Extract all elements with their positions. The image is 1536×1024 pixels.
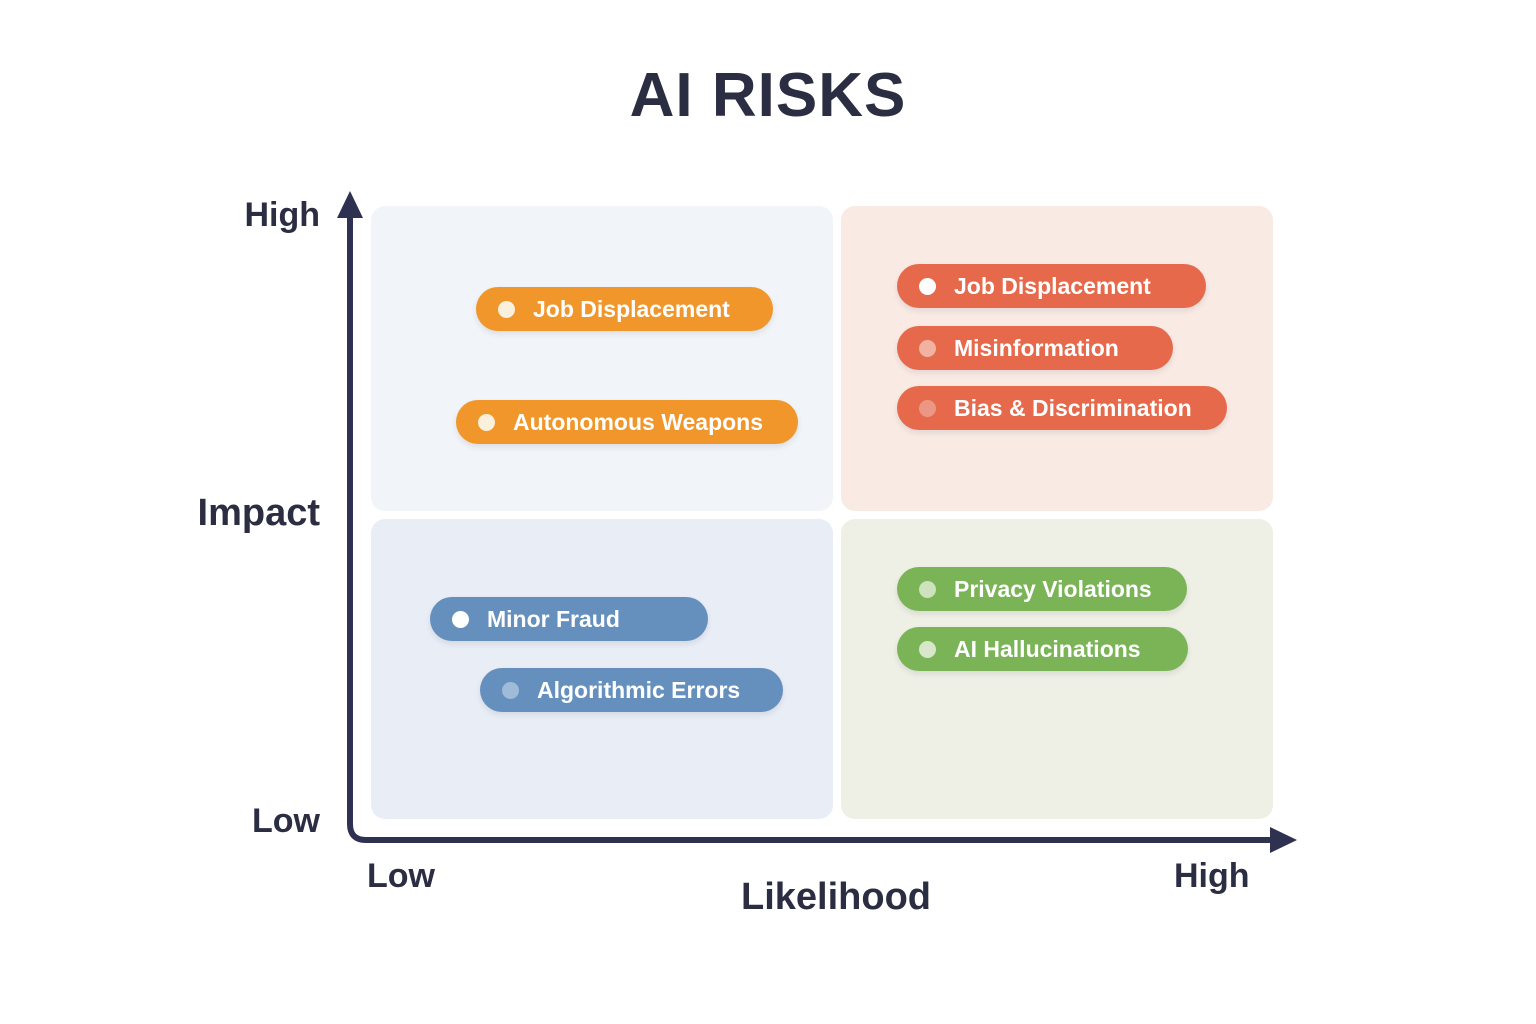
bullet-dot-icon xyxy=(502,681,519,699)
bullet-dot-icon xyxy=(452,610,469,628)
risk-pill: Algorithmic Errors xyxy=(480,668,783,712)
risk-pill: Job Displacement xyxy=(476,287,773,331)
axis-line xyxy=(347,203,1275,843)
x-axis-low-label: Low xyxy=(367,857,435,895)
risk-pill-label: Misinformation xyxy=(954,334,1119,361)
risk-pill: Bias & Discrimination xyxy=(897,386,1227,430)
bullet-dot-icon xyxy=(919,277,936,295)
risk-pill-label: AI Hallucinations xyxy=(954,635,1141,662)
y-axis-title: Impact xyxy=(197,492,320,534)
y-axis-high-label: High xyxy=(244,196,320,234)
risk-pill: Misinformation xyxy=(897,326,1173,370)
risk-pill-label: Autonomous Weapons xyxy=(513,408,764,435)
bullet-dot-icon xyxy=(919,399,936,417)
y-axis-low-label: Low xyxy=(252,802,320,840)
bullet-dot-icon xyxy=(919,640,936,658)
risk-pill-label: Job Displacement xyxy=(954,272,1151,299)
risk-pill: Job Displacement xyxy=(897,264,1206,308)
bullet-dot-icon xyxy=(498,300,515,318)
risk-pill: AI Hallucinations xyxy=(897,627,1188,671)
x-axis-high-label: High xyxy=(1174,857,1250,895)
bullet-dot-icon xyxy=(478,413,495,431)
risk-pill-label: Privacy Violations xyxy=(954,575,1152,602)
risk-pill-label: Algorithmic Errors xyxy=(537,676,741,703)
bullet-dot-icon xyxy=(919,580,936,598)
risk-pill-label: Bias & Discrimination xyxy=(954,394,1192,421)
chart-title: AI RISKS xyxy=(629,61,907,130)
x-axis-arrowhead-icon xyxy=(1270,827,1297,853)
risk-pill: Minor Fraud xyxy=(430,597,708,641)
risk-pill-label: Minor Fraud xyxy=(487,605,620,632)
risk-pill: Privacy Violations xyxy=(897,567,1187,611)
risk-pill-label: Job Displacement xyxy=(533,295,730,322)
y-axis-arrowhead-icon xyxy=(337,191,363,218)
risk-pill: Autonomous Weapons xyxy=(456,400,798,444)
quadrant-high-impact-low-likelihood xyxy=(371,206,833,511)
x-axis-title: Likelihood xyxy=(741,876,931,918)
bullet-dot-icon xyxy=(919,339,936,357)
